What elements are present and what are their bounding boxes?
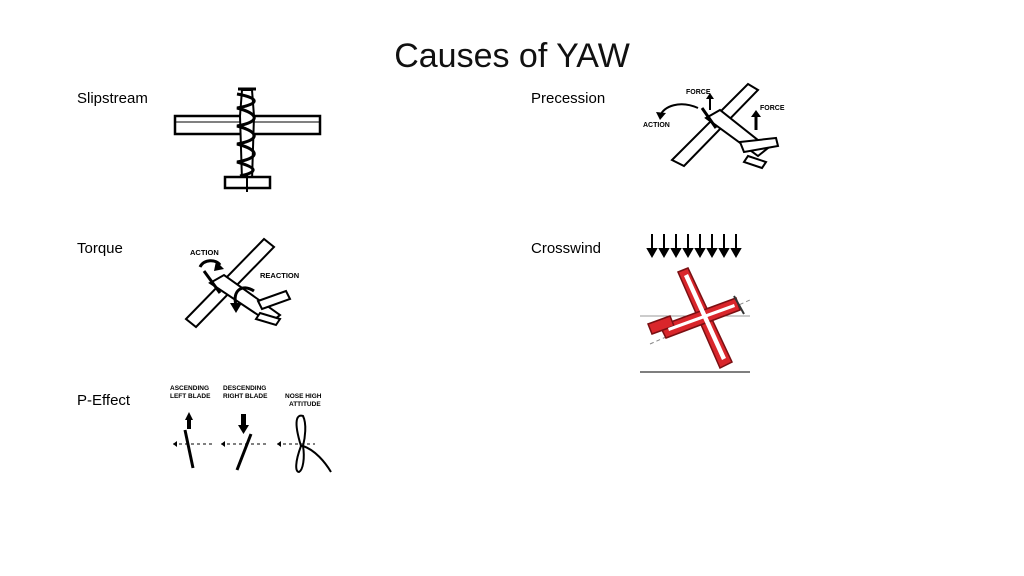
wind-arrows xyxy=(646,234,742,259)
slipstream-label: Slipstream xyxy=(77,90,148,107)
precession-action-caption: ACTION xyxy=(643,122,670,129)
descending-caption-line1: DESCENDING xyxy=(223,385,266,392)
nose-high-caption-line2: ATTITUDE xyxy=(289,401,321,408)
descending-caption-line2: RIGHT BLADE xyxy=(223,393,268,400)
torque-label: Torque xyxy=(77,240,123,257)
slipstream-airplane-diagram xyxy=(173,87,322,192)
ascending-caption-line1: ASCENDING xyxy=(170,385,209,392)
torque-action-caption: ACTION xyxy=(190,248,219,257)
crosswind-airplane xyxy=(647,267,741,370)
crosswind-label: Crosswind xyxy=(531,240,602,257)
slide-title: Causes of YAW xyxy=(394,37,630,75)
crosswind-diagram xyxy=(640,234,751,373)
precession-airplane-diagram: FORCE FORCE ACTION xyxy=(643,82,785,170)
crosswind-airplane-stripes xyxy=(668,274,735,360)
torque-reaction-caption: REACTION xyxy=(260,271,299,280)
precession-force-top-caption: FORCE xyxy=(686,89,711,96)
p-effect-label: P-Effect xyxy=(77,392,131,409)
precession-label: Precession xyxy=(531,90,606,107)
nose-high-caption-line1: NOSE HIGH xyxy=(285,393,322,400)
ascending-caption-line2: LEFT BLADE xyxy=(170,393,211,400)
torque-airplane-diagram: ACTION REACTION xyxy=(184,237,299,329)
precession-force-right-caption: FORCE xyxy=(760,105,785,112)
p-effect-diagram: ASCENDING LEFT BLADE DESCENDING RIGHT BL… xyxy=(170,385,332,474)
